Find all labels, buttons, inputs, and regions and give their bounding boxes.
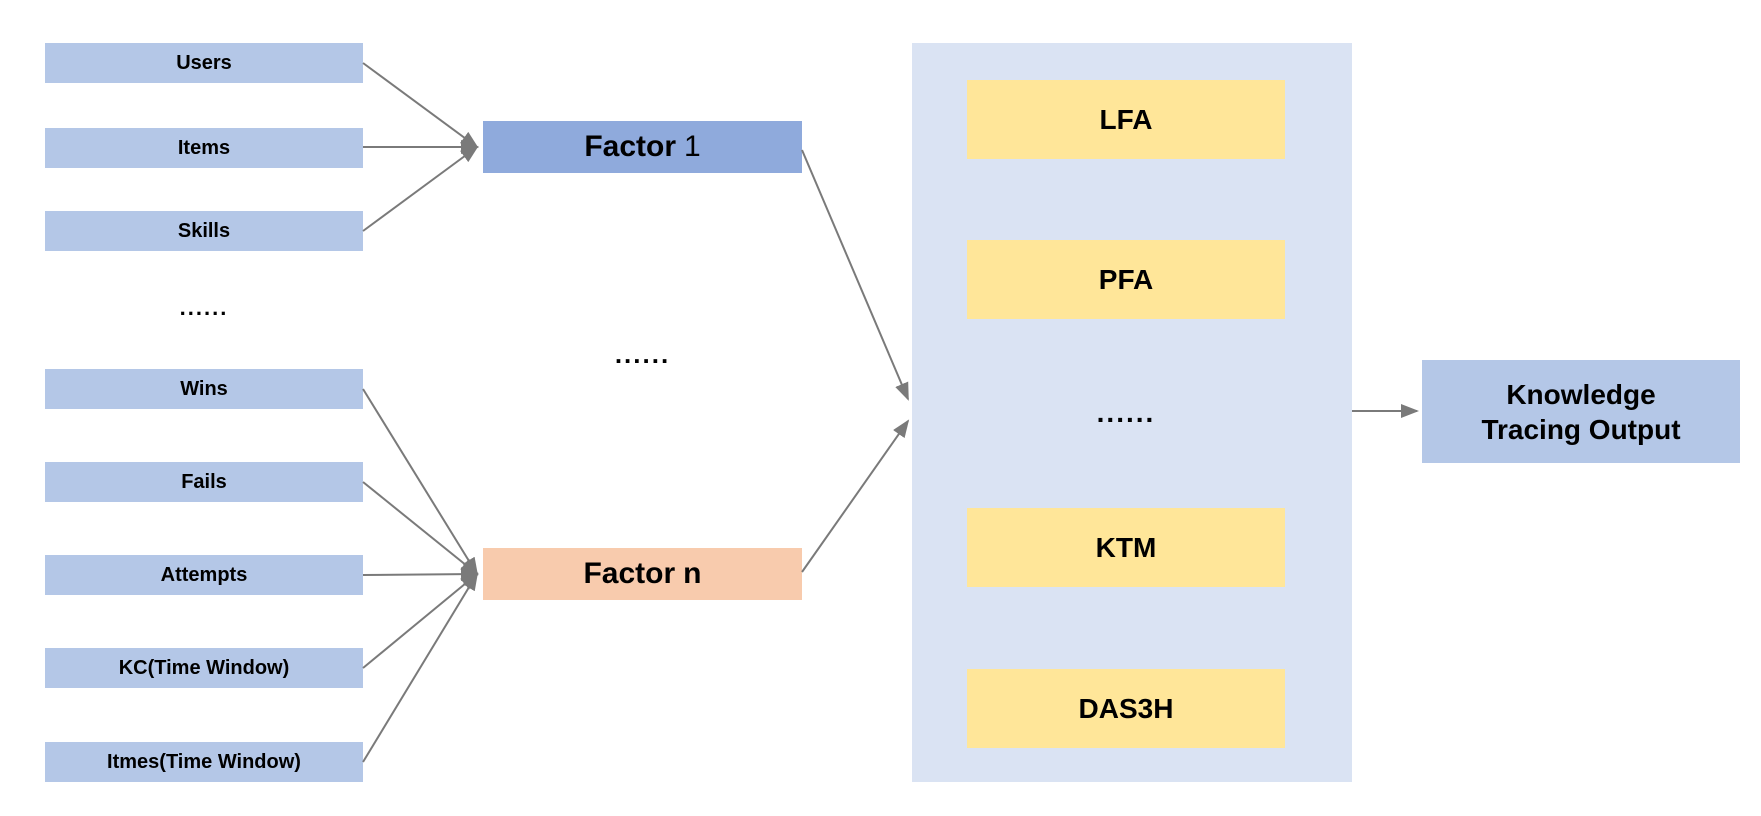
model-box-lfa: LFA [967,80,1285,159]
arrow-factorn-to-models [801,419,910,573]
arrow-wins-to-factorn [362,388,479,576]
knowledge-tracing-output-label: Knowledge Tracing Output [1481,378,1681,445]
factors-ellipsis: ...... [614,338,671,369]
inputs-ellipsis: ...... [179,295,229,320]
arrow-itmes-to-factorn [362,572,479,763]
arrow-factor1-to-models [801,149,909,401]
model-box-ktm: KTM [967,508,1285,587]
factor-n-index: n [683,557,702,590]
factor-1-index: 1 [684,130,701,163]
arrow-skills-to-factor1 [362,145,479,232]
input-box-attempts: Attempts [45,555,363,595]
input-box-kc-time-window: KC(Time Window) [45,648,363,688]
input-box-fails: Fails [45,462,363,502]
input-box-wins: Wins [45,369,363,409]
model-box-pfa: PFA [967,240,1285,319]
model-box-das3h: DAS3H [967,669,1285,748]
arrow-attempts-to-factorn [362,567,479,582]
arrow-kc-to-factorn [362,572,479,669]
knowledge-tracing-output-box: Knowledge Tracing Output [1422,360,1740,463]
models-ellipsis: ...... [1096,397,1156,428]
models-panel [912,43,1352,782]
input-box-skills: Skills [45,211,363,251]
factor-1-label: Factor [584,130,676,163]
input-box-itmes-time-window: Itmes(Time Window) [45,742,363,782]
factor-n-label: Factor [583,557,676,590]
arrow-fails-to-factorn [362,481,479,576]
input-box-items: Items [45,128,363,168]
arrow-users-to-factor1 [362,62,479,149]
input-box-users: Users [45,43,363,83]
